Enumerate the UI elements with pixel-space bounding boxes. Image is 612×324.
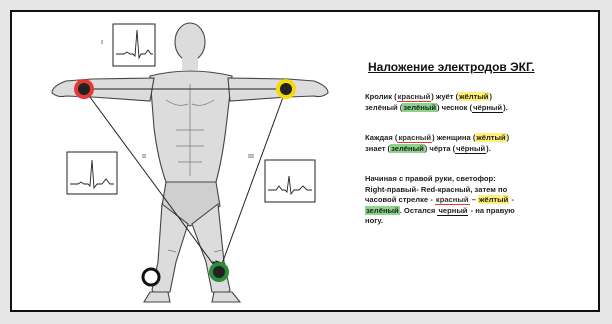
mnemonic-3: Начиная с правой руки, светофор: Right-п… (365, 174, 593, 227)
ecg-trace-lead-III (265, 160, 315, 202)
mnemonic-1: Кролик (красный) жуёт (жёлтый) зелёный (… (365, 92, 593, 113)
highlight-yellow: жёлтый (458, 92, 489, 101)
highlight-yellow: жёлтый (475, 133, 506, 142)
text-fragment: ) женщина ( (432, 133, 475, 142)
text-fragment: - (509, 195, 514, 204)
text-fragment: ) чеснок ( (437, 103, 472, 112)
electrode-right-arm (74, 79, 94, 99)
text-fragment: - на правую (468, 206, 514, 215)
text-fragment: Кролик ( (365, 92, 397, 101)
text-fragment: ) чёрта ( (425, 144, 455, 153)
highlight-black: чёрный (472, 103, 503, 113)
lead-III-label: III (248, 154, 254, 160)
highlight-black: чёрный (455, 144, 486, 154)
text-fragment: ) (489, 92, 492, 101)
highlight-yellow: жёлтый (478, 195, 509, 204)
text-fragment: ). (486, 144, 491, 153)
highlight-black: черный (437, 206, 468, 216)
ecg-trace-lead-II (67, 152, 117, 194)
text-fragment: Каждая ( (365, 133, 397, 142)
electrode-left-leg (209, 262, 229, 282)
text-fragment: ) (507, 133, 510, 142)
text-fragment: Начиная с правой руки, светофор: (365, 174, 496, 183)
text-fragment: – (470, 195, 478, 204)
text-fragment: знает ( (365, 144, 390, 153)
highlight-red: красный (435, 195, 470, 205)
lead-I-label: I (101, 40, 103, 46)
lead-II-label: II (142, 154, 146, 160)
highlight-green: зелёный (402, 103, 437, 112)
electrode-left-arm (276, 79, 296, 99)
text-fragment: ). (503, 103, 508, 112)
text-fragment: зелёный ( (365, 103, 402, 112)
text-fragment: . Остался (400, 206, 438, 215)
mnemonic-2: Каждая (красный) женщина (жёлтый) знает … (365, 133, 593, 154)
highlight-red: красный (397, 133, 432, 143)
page-title: Наложение электродов ЭКГ. (368, 60, 590, 74)
electrode-right-leg (143, 269, 159, 285)
text-fragment: ногу. (365, 216, 383, 225)
text-fragment: Right-правый- Red-красный, затем по (365, 185, 507, 194)
highlight-red: красный (397, 92, 432, 102)
highlight-green: зелёный (390, 144, 425, 153)
text-fragment: ) жуёт ( (431, 92, 458, 101)
ecg-trace-lead-I (113, 24, 155, 66)
highlight-green: зелёный (365, 206, 400, 215)
text-fragment: часовой стрелке - (365, 195, 435, 204)
